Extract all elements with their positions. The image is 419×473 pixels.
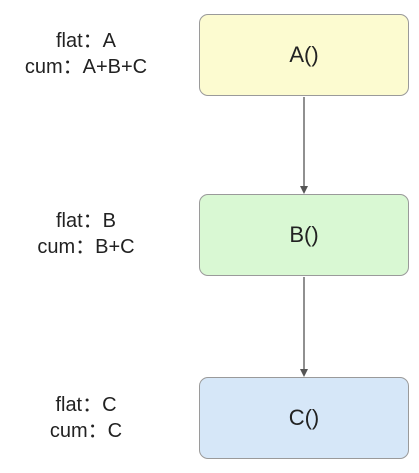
node-a-label: A() — [289, 42, 319, 67]
flat-value-c: flat：C — [55, 394, 117, 416]
flat-value-a: flat：A — [55, 30, 117, 52]
node-b: B() — [199, 194, 409, 276]
metrics-label-c: flat：C cum：C — [0, 392, 172, 444]
metrics-label-a: flat：A cum：A+B+C — [0, 28, 172, 80]
node-b-label: B() — [289, 222, 319, 247]
node-c: C() — [199, 377, 409, 459]
node-a: A() — [199, 14, 409, 96]
node-c-label: C() — [288, 405, 320, 430]
cum-value-c: cum：C — [49, 420, 123, 442]
flat-value-b: flat：B — [55, 210, 117, 232]
cum-value-b: cum：B+C — [37, 236, 135, 258]
cum-value-a: cum：A+B+C — [24, 56, 148, 78]
metrics-label-b: flat：B cum：B+C — [0, 208, 172, 260]
